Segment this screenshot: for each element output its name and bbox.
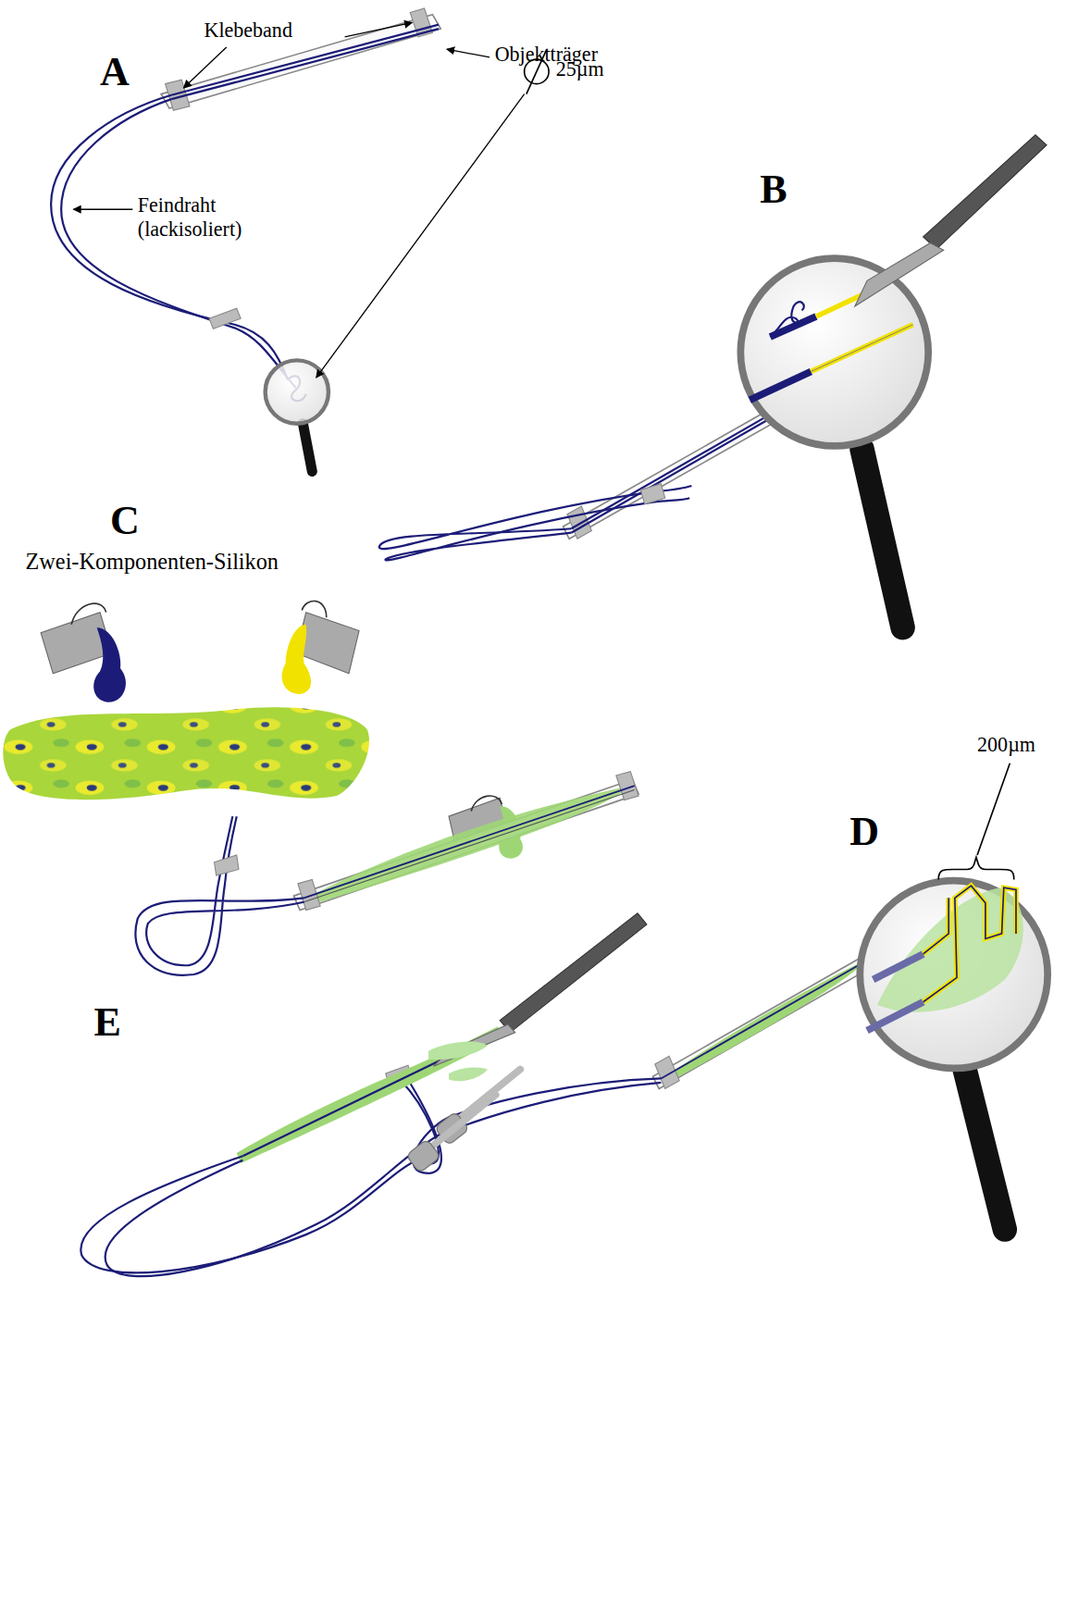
scalpel-b: [855, 135, 1047, 307]
magnifier-d: [859, 880, 1048, 1230]
tape-b: [640, 483, 665, 505]
panel-letter: D: [849, 808, 880, 856]
tape-a: [209, 308, 241, 329]
scalpel-e: [428, 913, 647, 1066]
wire-e: [80, 1130, 447, 1277]
wire-d: [399, 1076, 661, 1174]
tape-c: [214, 855, 239, 876]
silicone-cans: [40, 601, 360, 703]
wire-c: [135, 816, 304, 976]
slide-d: [653, 954, 874, 1090]
slide-a: [161, 8, 441, 111]
panel-letter: E: [93, 999, 121, 1047]
mixed-silicone: [2, 706, 370, 800]
slide-c: [293, 771, 639, 911]
dimension-label: 200µm: [977, 732, 1036, 757]
material-label: Zwei-Komponenten-Silikon: [25, 548, 279, 575]
dimension-label: 25µm: [556, 57, 605, 81]
panel-letter: B: [759, 166, 787, 214]
potted-electrode: [236, 1026, 503, 1164]
slide-b: [563, 406, 782, 539]
panel-letter: A: [99, 49, 130, 97]
connector-pins: [406, 1069, 521, 1174]
magnifier-a: [265, 359, 329, 472]
leader-lines-a: [73, 22, 524, 378]
panel-letter: C: [110, 497, 140, 546]
part-label: Klebeband: [203, 18, 292, 42]
part-label: Feindraht (lackisoliert): [137, 193, 281, 241]
bracket-200um: [938, 763, 1015, 881]
magnifier-b: [740, 258, 929, 628]
wire-a: [50, 95, 307, 401]
